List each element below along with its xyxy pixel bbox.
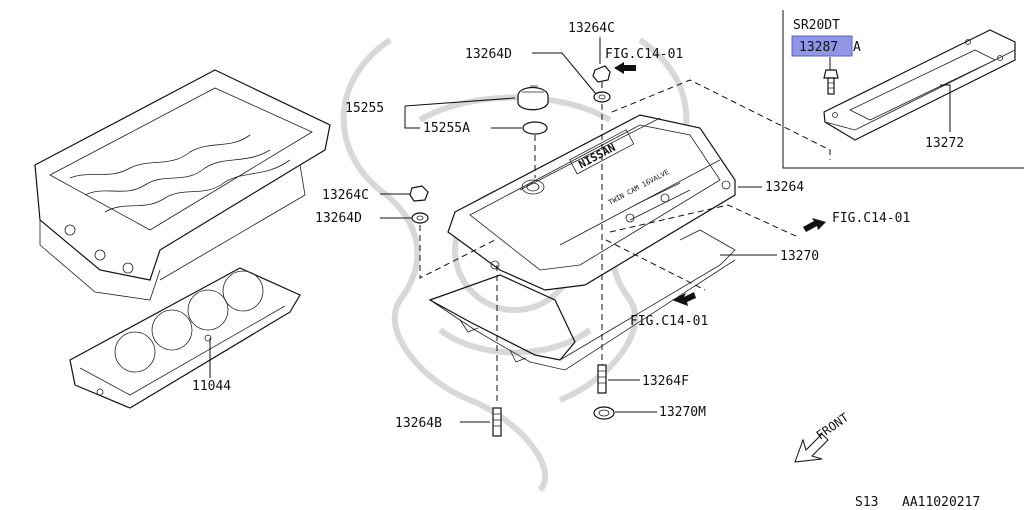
label-13264D-top: 13264D	[465, 47, 512, 62]
stud-13264F[interactable]	[597, 364, 607, 394]
label-13270M: 13270M	[659, 405, 706, 420]
label-13264B: 13264B	[395, 416, 442, 431]
washer-13264D-top[interactable]	[593, 91, 611, 103]
label-13264F: 13264F	[642, 374, 689, 389]
label-15255A: 15255A	[423, 121, 470, 136]
label-fig-bottom: FIG.C14-01	[630, 314, 708, 329]
label-fig-right: FIG.C14-01	[832, 211, 910, 226]
washer-13264D-left[interactable]	[411, 212, 429, 224]
footer-code: AA11020217	[902, 495, 980, 510]
label-13264: 13264	[765, 180, 804, 195]
label-13264C-left: 13264C	[322, 188, 369, 203]
rocker-cover[interactable]: NISSAN TWIN CAM 16VALVE	[447, 114, 736, 291]
inset-sr20dt: SR20DT 13287 A 13272	[782, 10, 1024, 169]
label-13287-suffix: A	[853, 40, 861, 55]
highlight-13287[interactable]	[791, 35, 853, 57]
cover-gasket[interactable]	[428, 229, 736, 371]
label-13270: 13270	[780, 249, 819, 264]
head-gasket[interactable]	[69, 267, 301, 409]
oil-filler-cap[interactable]	[517, 85, 549, 111]
cylinder-head[interactable]	[34, 69, 331, 301]
label-15255: 15255	[345, 101, 384, 116]
stud-13264B[interactable]	[492, 407, 502, 437]
bolt-13287A[interactable]	[823, 69, 839, 95]
seal-13270M[interactable]	[593, 406, 615, 420]
nut-13264C-left[interactable]	[409, 185, 429, 202]
label-13287[interactable]: 13287	[799, 40, 838, 55]
fig-arrow-right	[803, 218, 826, 232]
label-13264C-top: 13264C	[568, 21, 615, 36]
oil-cap-seal[interactable]	[522, 121, 548, 135]
nut-13264C-top[interactable]	[592, 65, 611, 83]
label-13264D-left: 13264D	[315, 211, 362, 226]
inset-engine-label: SR20DT	[793, 18, 840, 33]
fig-arrow-bottom	[672, 292, 696, 306]
label-13272: 13272	[925, 136, 964, 151]
label-fig-top: FIG.C14-01	[605, 47, 683, 62]
front-indicator: FRONT	[794, 410, 852, 463]
label-11044: 11044	[192, 379, 231, 394]
footer-model: S13	[855, 495, 878, 510]
cover-plate-13272[interactable]	[823, 29, 1016, 141]
front-label: FRONT	[814, 410, 852, 442]
fig-arrow-top	[614, 62, 636, 74]
